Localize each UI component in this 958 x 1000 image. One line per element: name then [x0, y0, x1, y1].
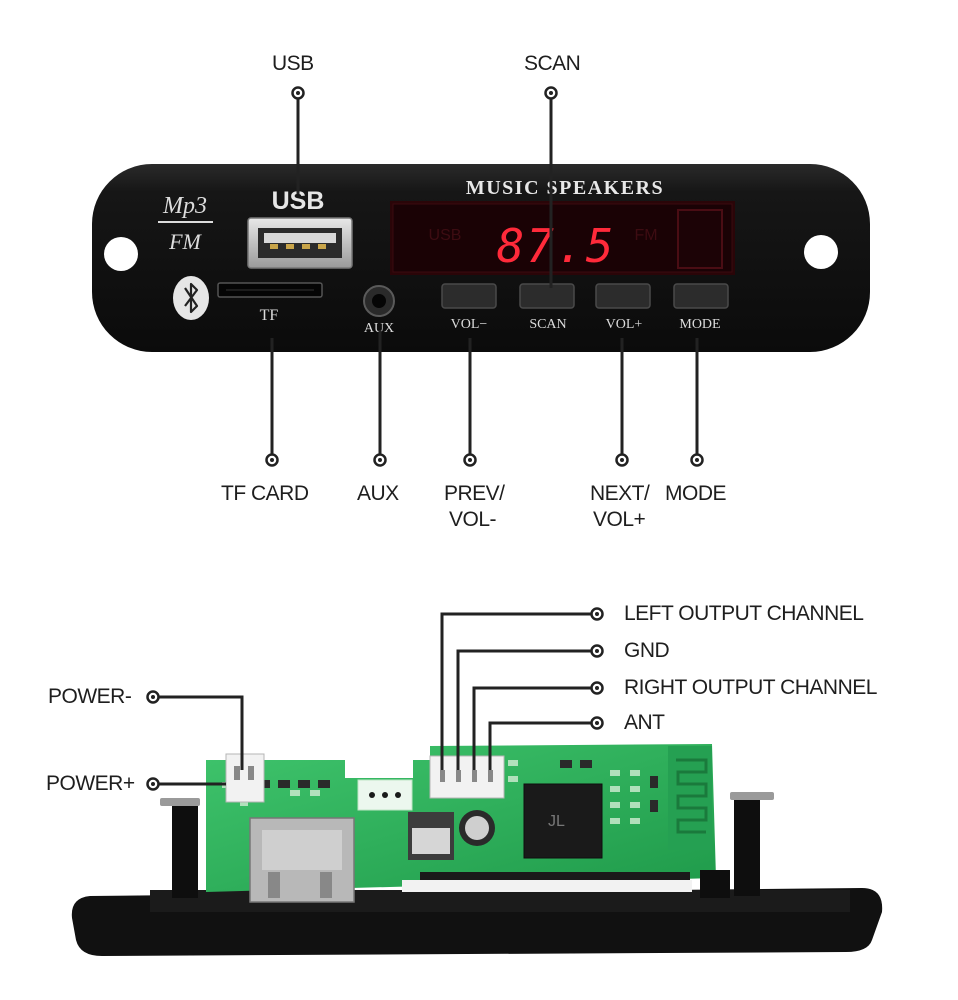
- label-ant: ANT: [624, 711, 665, 734]
- label-next-line2: VOL+: [593, 508, 646, 531]
- top-leader-lines: [270, 93, 699, 460]
- brand-mp3: Mp3: [162, 193, 207, 219]
- label-power-plus: POWER+: [46, 772, 135, 795]
- button-scan[interactable]: SCAN: [519, 283, 575, 332]
- bottom-leader-lines: [153, 612, 597, 786]
- svg-text:VOL−: VOL−: [451, 317, 488, 332]
- panel-aux-text: AUX: [364, 321, 394, 336]
- display-dim-left: USB: [429, 227, 462, 244]
- label-mode: MODE: [665, 482, 727, 505]
- tf-card-slot[interactable]: [217, 282, 323, 298]
- panel-title: MUSIC SPEAKERS: [466, 177, 664, 199]
- display-dim-right: FM: [634, 227, 657, 244]
- mount-hole-right: [804, 235, 838, 269]
- power-connector[interactable]: [225, 753, 265, 803]
- svg-text:JL: JL: [548, 813, 565, 830]
- label-left-output-channel: LEFT OUTPUT CHANNEL: [624, 602, 864, 625]
- button-mode[interactable]: MODE: [673, 283, 729, 332]
- led-display: USB 87.5 FM: [390, 201, 735, 275]
- svg-text:VOL+: VOL+: [606, 317, 643, 332]
- display-value: 87.5: [497, 219, 616, 273]
- label-scan: SCAN: [524, 52, 581, 75]
- usb-port[interactable]: [247, 217, 353, 269]
- button-vol-minus[interactable]: VOL−: [441, 283, 497, 332]
- label-power-minus: POWER-: [48, 685, 132, 708]
- mount-hole-left: [104, 237, 138, 271]
- label-right-output-channel: RIGHT OUTPUT CHANNEL: [624, 676, 877, 699]
- label-prev-line1: PREV/: [444, 482, 505, 505]
- label-next-line1: NEXT/: [590, 482, 650, 505]
- svg-text:MODE: MODE: [679, 317, 720, 332]
- brand-fm: FM: [168, 229, 202, 254]
- button-vol-plus[interactable]: VOL+: [595, 283, 651, 332]
- aux-jack[interactable]: [363, 285, 395, 317]
- label-prev-line2: VOL-: [449, 508, 497, 531]
- label-usb: USB: [272, 52, 314, 75]
- panel-tf-text: TF: [260, 307, 279, 324]
- label-aux: AUX: [357, 482, 399, 505]
- label-gnd: GND: [624, 639, 670, 662]
- label-tf-card: TF CARD: [221, 482, 309, 505]
- svg-text:SCAN: SCAN: [529, 317, 566, 332]
- pcb-module: JL: [71, 744, 883, 956]
- front-panel: Mp3 FM USB TF AUX: [92, 164, 870, 352]
- bluetooth-icon: [173, 276, 209, 320]
